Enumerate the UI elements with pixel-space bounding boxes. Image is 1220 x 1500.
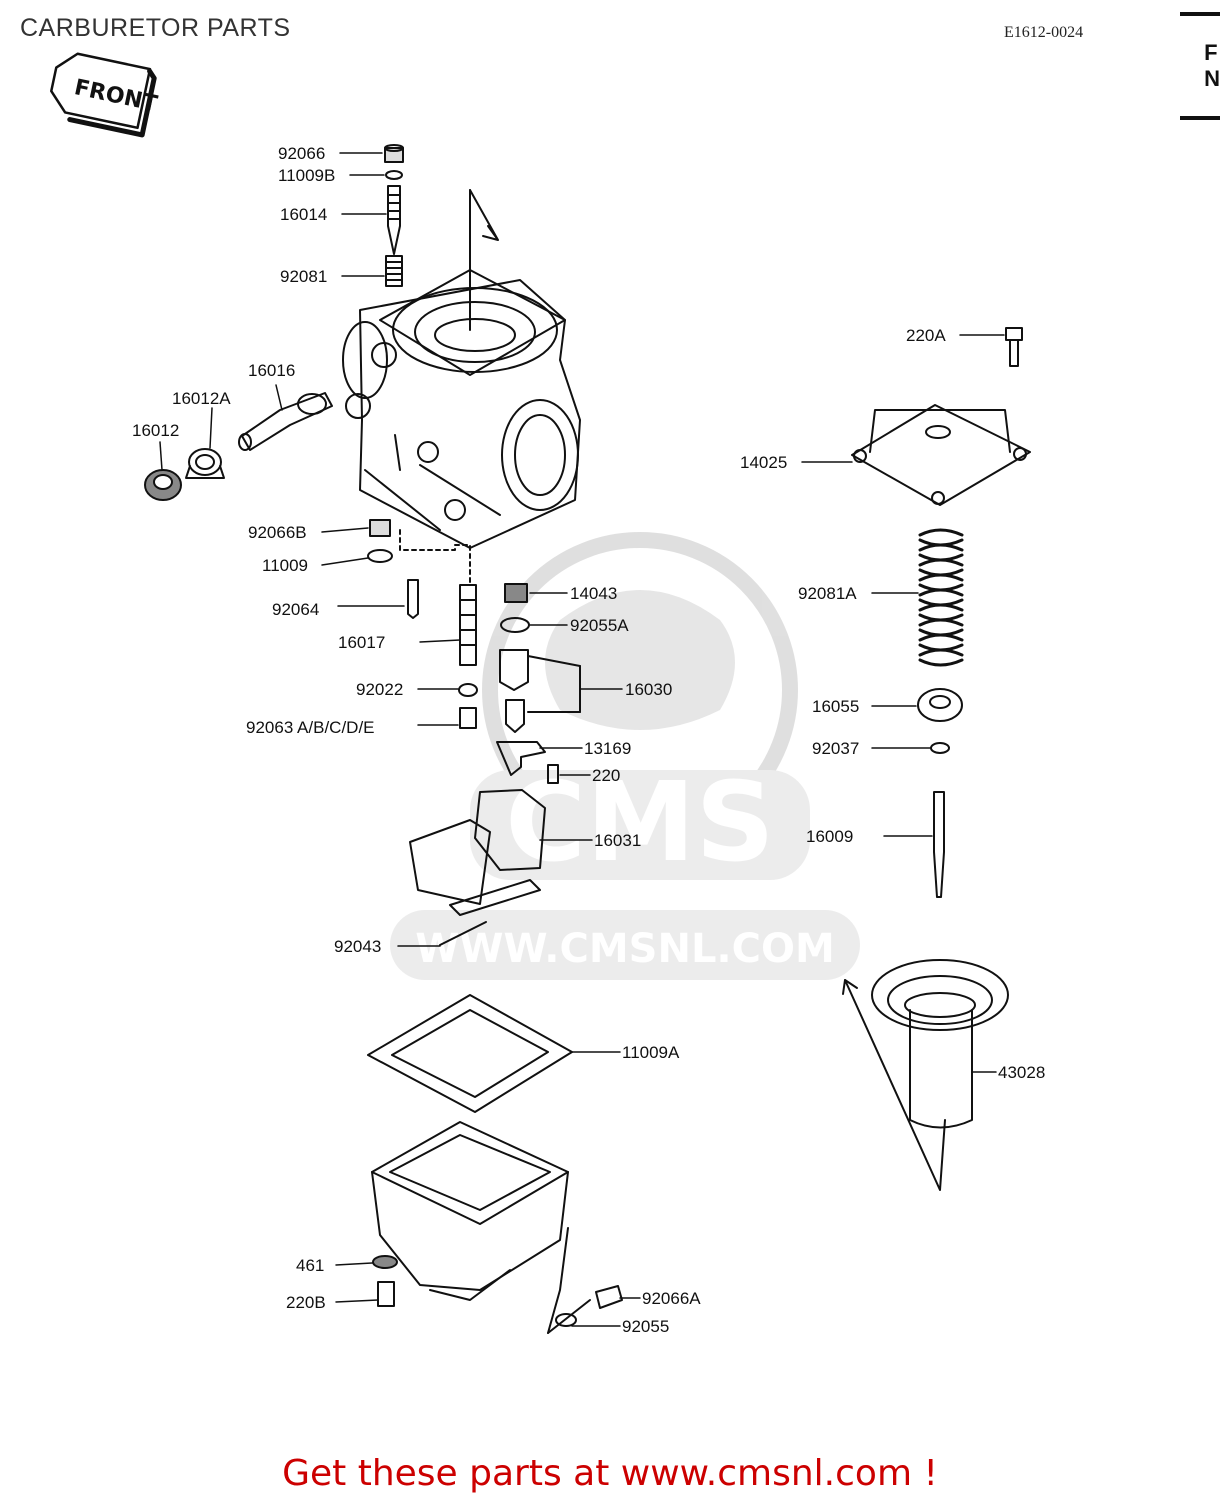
part-label-92063: 92063 A/B/C/D/E: [246, 718, 375, 737]
cms-watermark: CMS WWW.CMSNL.COM: [390, 532, 860, 980]
part-label-16012a: 16012A: [172, 389, 231, 408]
footer-cta[interactable]: Get these parts at www.cmsnl.com !: [0, 1453, 1220, 1494]
part-label-92066: 92066: [278, 144, 325, 163]
part-label-92055: 92055: [622, 1317, 669, 1336]
float-bowl-gasket: [367, 994, 573, 1113]
part-label-16009: 16009: [806, 827, 853, 846]
edge-rule-top: [1180, 12, 1220, 16]
part-labels: 92066 11009B 16014 92081 16016 16012A 16…: [132, 144, 1045, 1336]
diagram-code: E1612-0024: [1004, 24, 1084, 41]
part-label-43028: 43028: [998, 1063, 1045, 1082]
watermark-url: WWW.CMSNL.COM: [415, 926, 835, 972]
needle-parts: [917, 688, 963, 898]
edge-letter-f: F: [1204, 40, 1218, 65]
leader-bowl-drain: [547, 1227, 569, 1334]
piston-arrow-icon: [842, 979, 858, 995]
part-label-92081a: 92081A: [798, 584, 857, 603]
float-bowl: [371, 1121, 623, 1327]
part-label-16030: 16030: [625, 680, 672, 699]
part-label-92037: 92037: [812, 739, 859, 758]
leader-lines: [159, 152, 1005, 1327]
jet-stack: [367, 519, 581, 784]
part-label-92022: 92022: [356, 680, 403, 699]
part-label-16016: 16016: [248, 361, 295, 380]
part-label-16012: 16012: [132, 421, 179, 440]
part-label-16017: 16017: [338, 633, 385, 652]
edge-letter-n: N: [1204, 66, 1220, 91]
part-label-11009a: 11009A: [622, 1043, 680, 1062]
starter-plunger-parts: [144, 392, 333, 501]
leader-piston-axis: [844, 979, 946, 1191]
footer-link[interactable]: Get these parts at www.cmsnl.com !: [282, 1453, 938, 1494]
part-label-92043: 92043: [334, 937, 381, 956]
part-label-16055: 16055: [812, 697, 859, 716]
part-label-92066b: 92066B: [248, 523, 307, 542]
leader-bowl-drain-2: [547, 1299, 591, 1334]
part-label-92066a: 92066A: [642, 1289, 701, 1308]
page-title: CARBURETOR PARTS: [20, 14, 291, 42]
part-label-13169: 13169: [584, 739, 631, 758]
watermark-brand: CMS: [505, 758, 774, 886]
vacuum-piston-diaphragm: [871, 959, 1009, 1129]
part-label-461: 461: [296, 1256, 324, 1275]
part-label-16014: 16014: [280, 205, 327, 224]
part-label-220: 220: [592, 766, 620, 785]
pilot-screw-stack: [384, 144, 404, 287]
part-label-14043: 14043: [570, 584, 617, 603]
leader-body-dash: [399, 529, 471, 586]
edge-mark: F N: [1204, 40, 1220, 92]
part-label-11009b: 11009B: [278, 166, 335, 185]
front-arrow-icon: FRONT: [50, 52, 159, 138]
part-label-16031: 16031: [594, 831, 641, 850]
part-label-14025: 14025: [740, 453, 787, 472]
part-label-92064: 92064: [272, 600, 319, 619]
top-arrow-icon: [469, 189, 499, 241]
top-cover-stack: [851, 327, 1031, 506]
float: [409, 789, 546, 946]
part-label-92081: 92081: [280, 267, 327, 286]
part-label-11009: 11009: [262, 556, 308, 575]
carburetor-body: [342, 269, 581, 549]
part-label-92055a: 92055A: [570, 616, 629, 635]
edge-rule-bottom: [1180, 116, 1220, 120]
part-label-220b: 220B: [286, 1293, 326, 1312]
part-label-220a: 220A: [906, 326, 946, 345]
diaphragm-spring: [918, 528, 964, 667]
